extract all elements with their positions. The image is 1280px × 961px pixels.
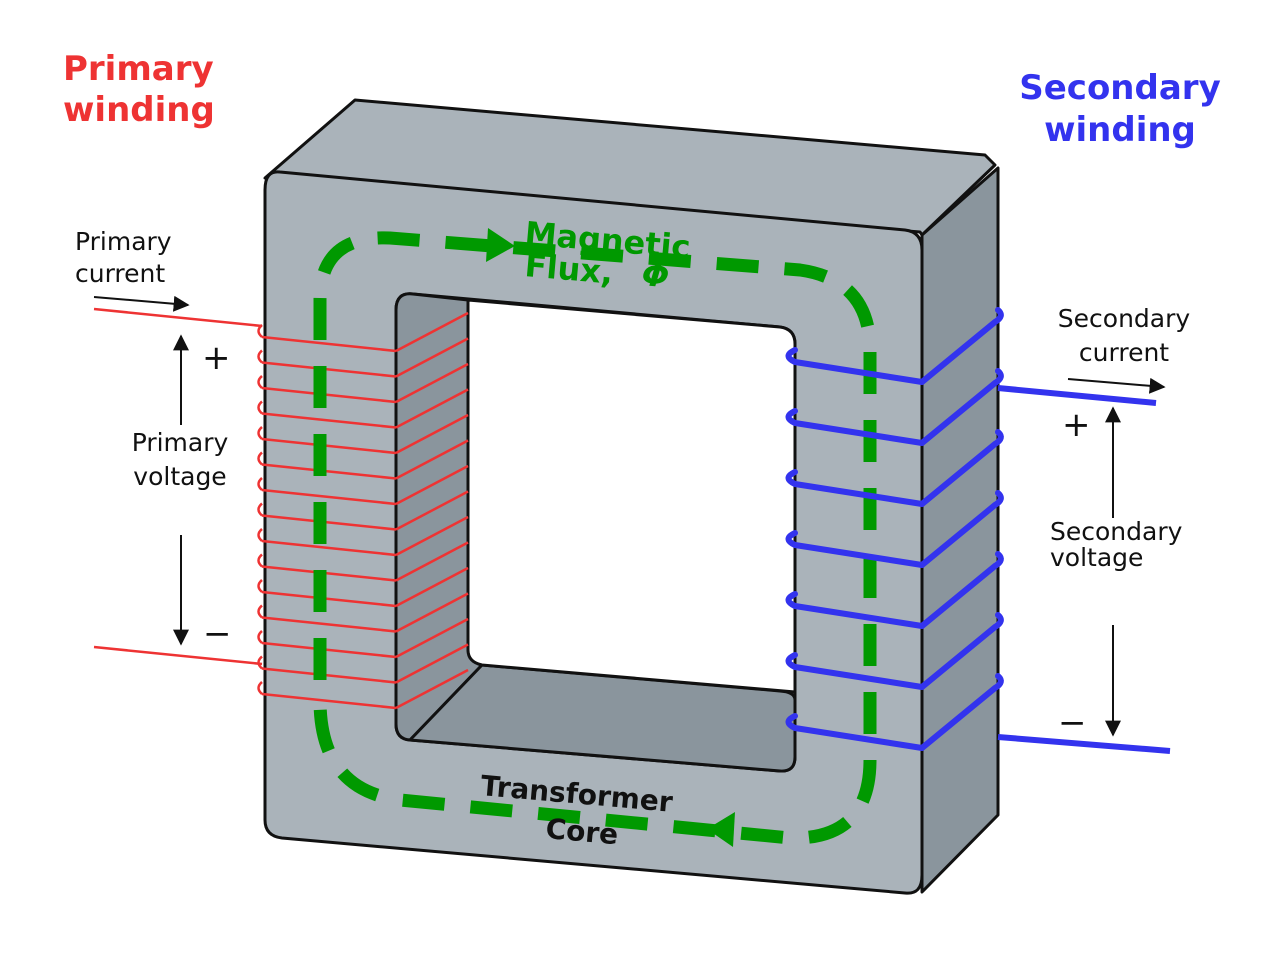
flux-arrow-top: [486, 228, 515, 262]
primary-voltage-label-line1: Primary: [132, 428, 229, 457]
primary-coil-turn: [257, 413, 469, 455]
magnetic-flux-path: [313, 231, 877, 845]
primary-lead-bottom: [93, 645, 263, 666]
secondary-voltage-minus: −: [1058, 703, 1087, 743]
primary-coil-turn: [257, 490, 469, 531]
primary-coil-turn: [257, 515, 469, 557]
secondary-coil-turn: [785, 368, 1004, 446]
secondary-current-arrow: [1067, 377, 1166, 394]
primary-leads: [93, 307, 263, 666]
primary-coil-turn: [257, 362, 469, 404]
primary-winding-title-line1: Primary: [63, 49, 214, 89]
secondary-current-label-line1: Secondary: [1058, 304, 1191, 333]
secondary-leads: [997, 385, 1171, 754]
secondary-voltage-label-line1: Secondary: [1050, 517, 1183, 546]
secondary-lead-top: [997, 385, 1157, 406]
primary-voltage-label-line2: voltage: [133, 462, 226, 491]
secondary-coil-turn: [785, 490, 1004, 568]
secondary-current-label-line2: current: [1079, 338, 1169, 367]
secondary-winding-title-line1: Secondary: [1019, 68, 1220, 108]
secondary-voltage-label-line2: voltage: [1050, 543, 1143, 572]
annotation-arrows: [93, 295, 1166, 737]
primary-voltage-minus: −: [203, 614, 232, 654]
primary-coil-turn: [257, 464, 469, 506]
primary-current-label-line1: Primary: [75, 227, 172, 256]
secondary-coil: [785, 307, 1004, 751]
primary-lead-top: [93, 307, 263, 328]
transformer-core-label-line2: Core: [544, 812, 619, 851]
primary-coil-turn: [257, 566, 469, 608]
flux-arrow-bottom: [707, 812, 735, 847]
primary-coil-turn: [257, 617, 469, 659]
primary-voltage-plus: +: [202, 338, 231, 378]
secondary-voltage-plus: +: [1062, 405, 1091, 445]
primary-coil-turn: [257, 668, 469, 710]
magnetic-flux-symbol: Φ: [640, 255, 670, 295]
primary-winding-title-line2: winding: [63, 90, 215, 130]
secondary-winding-title-line2: winding: [1044, 110, 1196, 150]
primary-current-label-line2: current: [75, 259, 165, 288]
secondary-coil-turn: [785, 429, 1004, 507]
primary-coil-turn: [257, 337, 469, 378]
secondary-coil-turn: [785, 307, 1004, 385]
primary-current-arrow: [93, 295, 190, 312]
secondary-coil-turn: [785, 612, 1004, 690]
primary-coil: [257, 311, 469, 710]
secondary-coil-turn: [785, 673, 1004, 751]
primary-coil-turn: [257, 541, 469, 582]
primary-coil-turn: [257, 388, 469, 429]
core-top-face: [263, 98, 997, 237]
primary-coil-turn: [257, 592, 469, 633]
core-hole-opening: [466, 298, 797, 694]
primary-coil-turn: [257, 439, 469, 480]
secondary-lead-bottom: [997, 734, 1171, 754]
magnetic-flux-label-line2: Flux,: [523, 246, 614, 292]
secondary-coil-turn: [785, 551, 1004, 629]
